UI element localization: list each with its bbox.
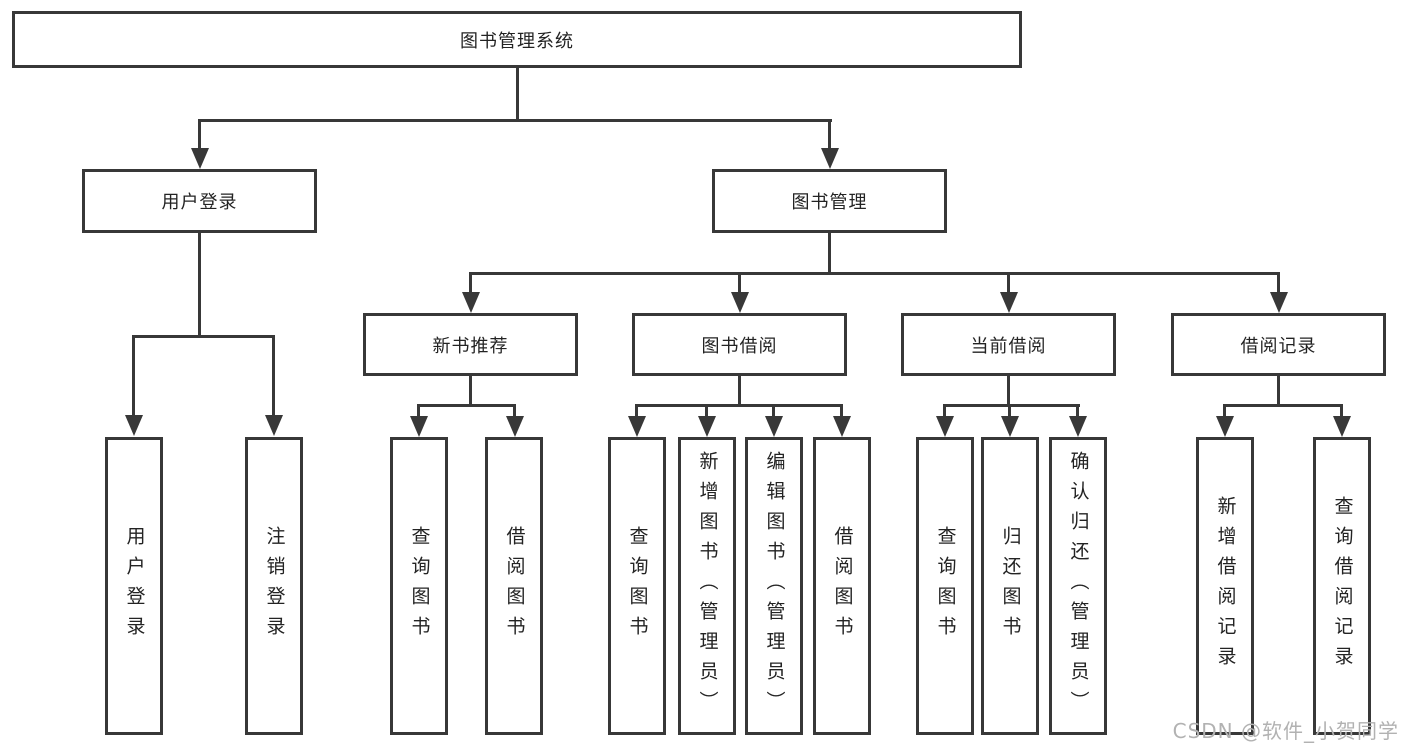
leaf-label: 借阅图书 [831,526,854,646]
connector-drop [1076,404,1079,418]
leaf-query-books-borrow: 查询图书 [608,437,666,735]
leaf-query-books-recommend: 查询图书 [390,437,448,735]
leaf-label: 查询图书 [626,526,649,646]
connector-bar [635,404,842,407]
leaf-label: 新增借阅记录 [1214,496,1237,676]
leaf-add-book-admin: 新增图书（管理员） [678,437,736,735]
connector-drop [635,404,638,418]
leaf-label: 注销登录 [263,526,286,646]
connector-user-login-drop [198,119,201,150]
connector-drop [1008,404,1011,418]
arrow-down-icon [191,148,209,169]
node-current-borrowing: 当前借阅 [901,313,1116,376]
csdn-watermark: CSDN @软件_小贺同学 [1172,719,1399,743]
node-label: 用户登录 [161,192,238,213]
connector-drop [272,335,275,416]
arrow-down-icon [1000,292,1018,313]
arrow-down-icon [765,416,783,437]
connector-drop [1223,404,1226,418]
connector-drop [705,404,708,418]
node-book-management: 图书管理 [712,169,947,233]
arrow-down-icon [1333,416,1351,437]
leaf-query-borrow-record: 查询借阅记录 [1313,437,1371,735]
connector-drop [513,404,516,418]
connector-user-login-bar [132,335,275,338]
leaf-label: 查询借阅记录 [1331,496,1354,676]
arrow-down-icon [125,415,143,436]
connector-drop [840,404,843,418]
node-label: 图书借阅 [701,335,778,357]
node-user-login: 用户登录 [82,169,317,233]
leaf-label: 借阅图书 [503,526,526,646]
connector-book-mgmt-drop [828,119,831,150]
arrow-down-icon [462,292,480,313]
connector-bar [943,404,1080,407]
connector-drop [772,404,775,418]
arrow-down-icon [1216,416,1234,437]
arrow-down-icon [1270,292,1288,313]
connector-drop [469,272,472,294]
leaf-label: 归还图书 [999,526,1022,646]
connector-bar [1223,404,1343,407]
arrow-down-icon [1069,416,1087,437]
connector-stem [1007,376,1010,407]
arrow-down-icon [265,415,283,436]
leaf-return-book: 归还图书 [981,437,1039,735]
arrow-down-icon [1001,416,1019,437]
connector-stem [738,376,741,407]
leaf-confirm-return-admin: 确认归还（管理员） [1049,437,1107,735]
node-label: 图书管理系统 [460,30,574,52]
connector-book-mgmt-stem [828,233,831,275]
leaf-query-books-current: 查询图书 [916,437,974,735]
node-borrowing-records: 借阅记录 [1171,313,1386,376]
leaf-edit-book-admin: 编辑图书（管理员） [745,437,803,735]
node-label: 借阅记录 [1240,335,1317,357]
node-label: 新书推荐 [432,335,509,357]
connector-drop [943,404,946,418]
connector-user-login-stem [198,233,201,338]
leaf-label: 用户登录 [123,526,146,646]
leaf-borrow-books: 借阅图书 [813,437,871,735]
connector-root-stem [516,68,519,120]
connector-stem [469,376,472,407]
connector-stem [1277,376,1280,407]
arrow-down-icon [628,416,646,437]
arrow-down-icon [821,148,839,169]
node-label: 当前借阅 [970,335,1047,357]
connector-drop [1277,272,1280,294]
node-new-book-recommendation: 新书推荐 [363,313,578,376]
arrow-down-icon [698,416,716,437]
connector-drop [1340,404,1343,418]
connector-bar [417,404,516,407]
leaf-label: 新增图书（管理员） [696,451,719,721]
node-library-management-system: 图书管理系统 [12,11,1022,68]
leaf-borrow-books-recommend: 借阅图书 [485,437,543,735]
arrow-down-icon [506,416,524,437]
leaf-label: 确认归还（管理员） [1067,451,1090,721]
arrow-down-icon [936,416,954,437]
leaf-label: 查询图书 [934,526,957,646]
arrow-down-icon [731,292,749,313]
connector-level2-bar [198,119,832,122]
leaf-label: 编辑图书（管理员） [763,451,786,721]
leaf-logout: 注销登录 [245,437,303,735]
connector-drop [417,404,420,418]
leaf-user-login: 用户登录 [105,437,163,735]
node-label: 图书管理 [791,192,868,213]
leaf-add-borrow-record: 新增借阅记录 [1196,437,1254,735]
connector-drop [738,272,741,294]
arrow-down-icon [833,416,851,437]
connector-drop [132,335,135,416]
connector-level3-bar [469,272,1280,275]
connector-drop [1007,272,1010,294]
arrow-down-icon [410,416,428,437]
node-book-borrowing: 图书借阅 [632,313,847,376]
leaf-label: 查询图书 [408,526,431,646]
